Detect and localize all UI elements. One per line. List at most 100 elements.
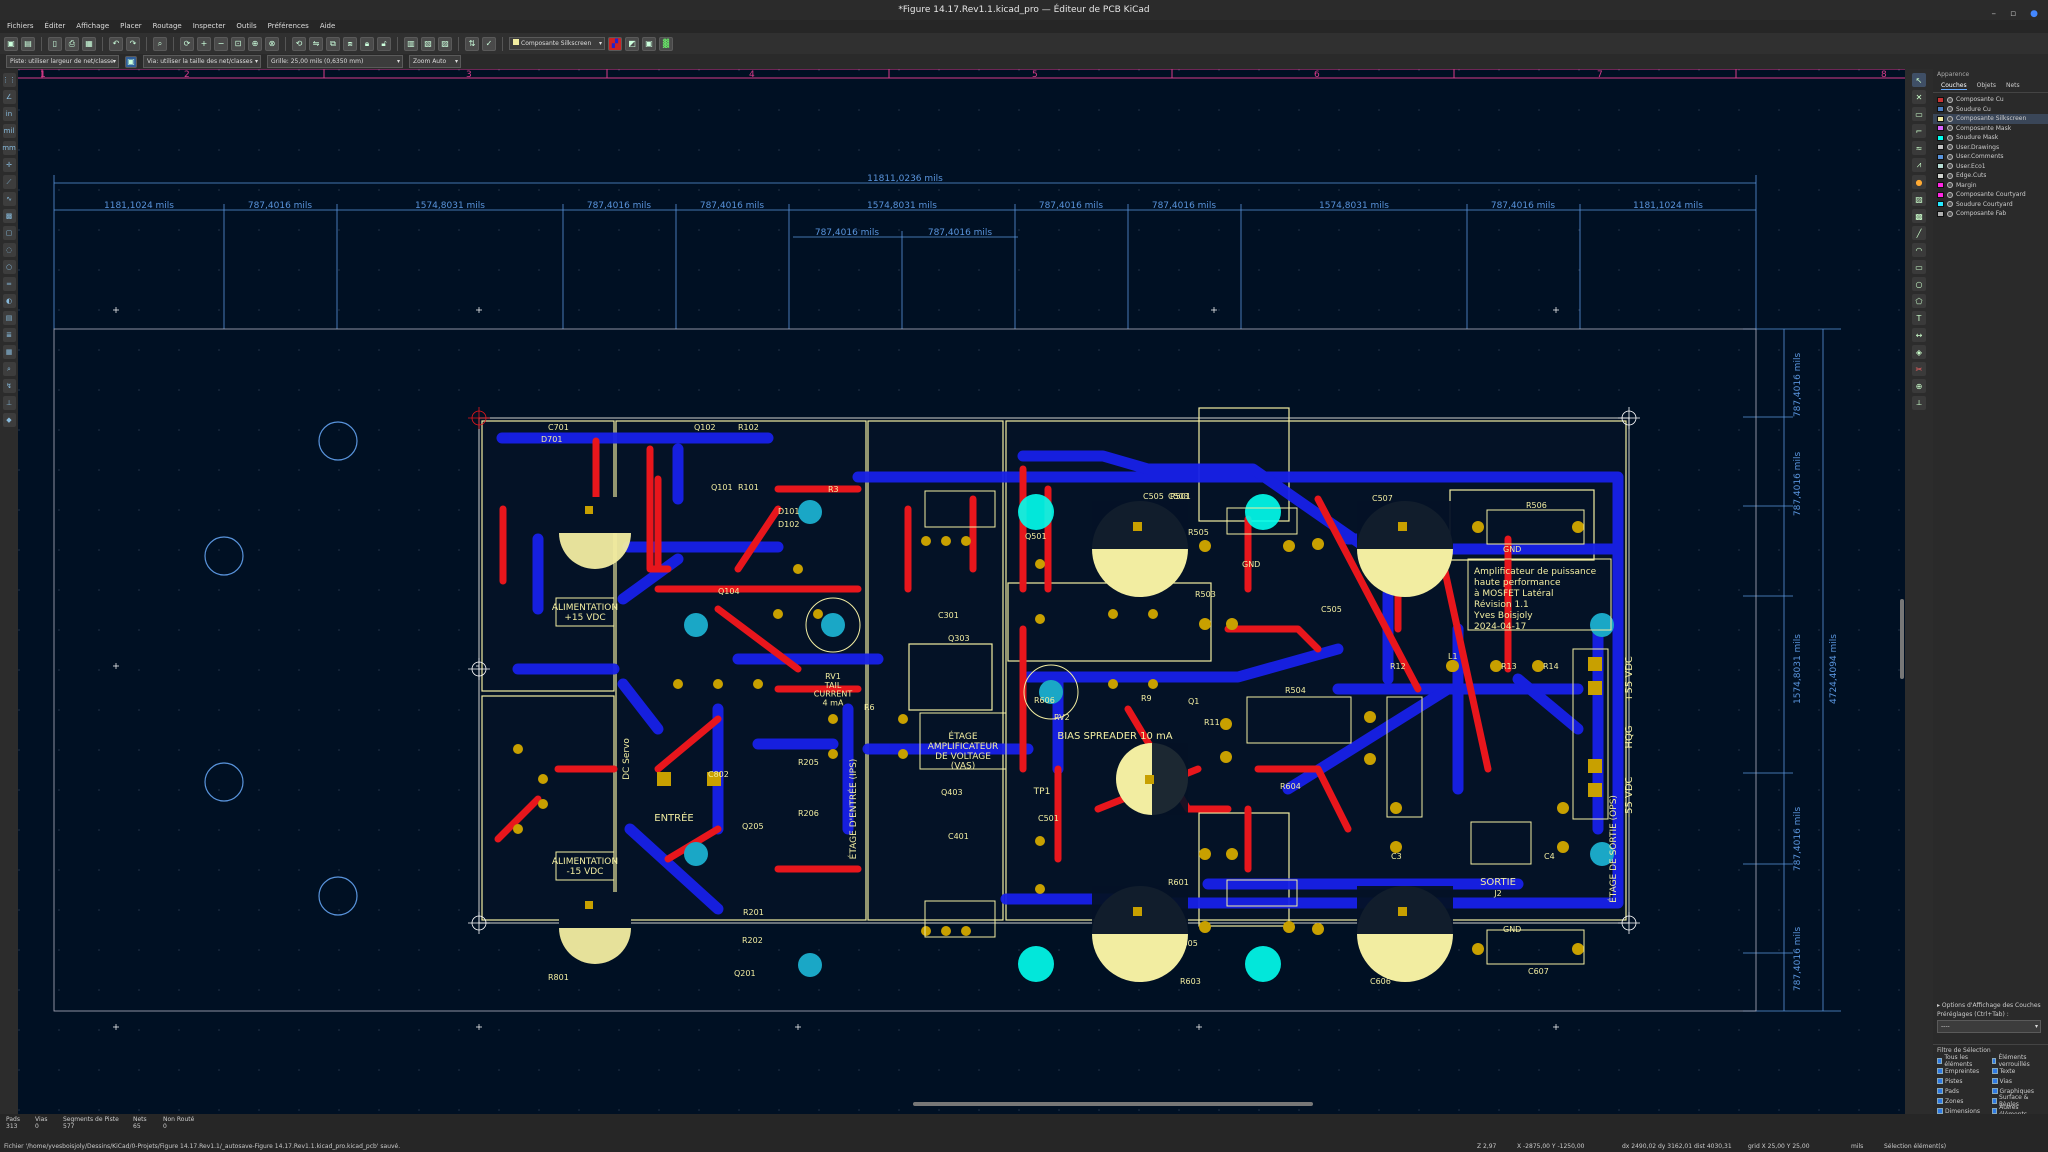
units-mm-icon[interactable]: mm — [2, 141, 16, 155]
filter-checkbox[interactable]: Empreintes — [1937, 1066, 1990, 1076]
lock-icon[interactable]: 🔒︎ — [360, 36, 374, 51]
layer-row[interactable]: Composante Cu — [1933, 95, 2048, 105]
drc-icon[interactable]: ✓ — [482, 36, 496, 51]
layer-swatch[interactable] — [1937, 163, 1944, 170]
layer-swatch[interactable] — [1937, 144, 1944, 151]
auto-track-width-icon[interactable]: ▣ — [125, 55, 137, 68]
menu-routage[interactable]: Routage — [152, 22, 182, 30]
router-icon[interactable]: ↯ — [2, 379, 16, 393]
add-rule-area-icon[interactable]: ▩ — [1912, 209, 1926, 223]
grid-select[interactable]: Grille: 25,00 mils (0,6350 mm)▾ — [267, 55, 403, 68]
pcb-drawing[interactable]: 1 2 3 4 5 6 7 8 11811,0236 mils — [18, 69, 1905, 1114]
layer-row[interactable]: Composante Fab — [1933, 209, 2048, 219]
layer-row[interactable]: User.Eco1 — [1933, 162, 2048, 172]
rotate-icon[interactable]: ⟲ — [292, 36, 306, 51]
tune-length-icon[interactable]: ⩘ — [1912, 158, 1926, 172]
footprint-editor-icon[interactable]: ▨ — [438, 36, 452, 51]
cursor-shape-icon[interactable]: ✛ — [2, 158, 16, 172]
horizontal-scrollbar[interactable] — [913, 1102, 1313, 1106]
plugin-icon[interactable]: ▓ — [659, 36, 673, 51]
layer-swatch[interactable] — [1937, 134, 1944, 141]
eye-icon[interactable] — [1947, 201, 1953, 208]
net-color-icon[interactable]: ▤ — [2, 311, 16, 325]
add-dimension-icon[interactable]: ↔ — [1912, 328, 1926, 342]
eye-icon[interactable] — [1947, 96, 1953, 103]
layer-row[interactable]: Soudure Courtyard — [1933, 200, 2048, 210]
zoom-out-icon[interactable]: − — [214, 36, 228, 51]
layer-display-options-toggle[interactable]: ▸ Options d'Affichage des Couches — [1937, 1002, 2041, 1009]
netlist-icon[interactable]: ▥ — [404, 36, 418, 51]
delete-icon[interactable]: ✂ — [1912, 362, 1926, 376]
unlock-icon[interactable]: 🔓︎ — [377, 36, 391, 51]
units-inch-icon[interactable]: in — [2, 107, 16, 121]
grid-toggle-icon[interactable]: ⋮⋮ — [2, 73, 16, 87]
layer-swatch[interactable] — [1937, 201, 1944, 208]
zone-fill-icon[interactable]: ▩ — [2, 209, 16, 223]
layer-row[interactable]: Soudure Mask — [1933, 133, 2048, 143]
select-icon[interactable]: ↖ — [1912, 73, 1926, 87]
layer-row[interactable]: User.Comments — [1933, 152, 2048, 162]
route-track-icon[interactable]: ⌐ — [1912, 124, 1926, 138]
layer-swatch[interactable] — [1937, 172, 1944, 179]
track-sketch-icon[interactable]: ═ — [2, 277, 16, 291]
3d-icon[interactable]: ◆ — [2, 413, 16, 427]
layer-row[interactable]: Composante Courtyard — [1933, 190, 2048, 200]
add-image-icon[interactable]: ◈ — [1912, 345, 1926, 359]
via-size-select[interactable]: Via: utiliser la taille des net/classes▾ — [143, 55, 261, 68]
eye-icon[interactable] — [1947, 125, 1953, 132]
add-zone-icon[interactable]: ▨ — [1912, 192, 1926, 206]
draw-line-icon[interactable]: ╱ — [1912, 226, 1926, 240]
tab-nets[interactable]: Nets — [2005, 82, 2020, 89]
filter-checkbox[interactable]: Dimensions — [1937, 1106, 1990, 1116]
3d-viewer-icon[interactable]: ◩ — [625, 36, 639, 51]
eye-icon[interactable] — [1947, 153, 1953, 160]
polar-coords-icon[interactable]: ∠ — [2, 90, 16, 104]
tab-objets[interactable]: Objets — [1976, 82, 1996, 89]
close-icon[interactable]: ● — [2030, 9, 2038, 19]
filter-checkbox[interactable]: Pistes — [1937, 1076, 1990, 1086]
layer-row[interactable]: Edge.Cuts — [1933, 171, 2048, 181]
measure-tool-icon[interactable]: ⟂ — [1912, 396, 1926, 410]
layer-pair-icon[interactable]: ▞ — [608, 36, 622, 51]
layer-swatch[interactable] — [1937, 115, 1944, 122]
minimize-icon[interactable]: – — [1991, 9, 1997, 19]
units-mils-icon[interactable]: mil — [2, 124, 16, 138]
eye-icon[interactable] — [1947, 144, 1953, 151]
maximize-icon[interactable]: ▫ — [2010, 9, 2017, 19]
layer-row[interactable]: Margin — [1933, 181, 2048, 191]
layer-swatch[interactable] — [1937, 96, 1944, 103]
eye-icon[interactable] — [1947, 106, 1953, 113]
track-width-select[interactable]: Piste: utiliser largeur de net/classe▾ — [6, 55, 119, 68]
layer-row[interactable]: User.Drawings — [1933, 143, 2048, 153]
menu-inspecter[interactable]: Inspecter — [192, 22, 226, 30]
pcb-canvas[interactable]: 1 2 3 4 5 6 7 8 11811,0236 mils — [18, 69, 1905, 1114]
status-units[interactable]: mils — [1851, 1143, 1864, 1150]
layer-row[interactable]: Composante Silkscreen — [1933, 114, 2048, 124]
zone-outline-icon[interactable]: ▢ — [2, 226, 16, 240]
menu-preferences[interactable]: Préférences — [267, 22, 309, 30]
refresh-icon[interactable]: ⟳ — [180, 36, 194, 51]
curved-ratsnest-icon[interactable]: ∿ — [2, 192, 16, 206]
print-icon[interactable]: ⎙ — [65, 36, 79, 51]
filter-checkbox[interactable]: Pads — [1937, 1086, 1990, 1096]
find-icon[interactable]: ⌕ — [153, 36, 167, 51]
mirror-icon[interactable]: ⇋ — [309, 36, 323, 51]
eye-icon[interactable] — [1947, 134, 1953, 141]
draw-polygon-icon[interactable]: ⬠ — [1912, 294, 1926, 308]
footprint-library-icon[interactable]: ▧ — [421, 36, 435, 51]
set-origin-icon[interactable]: ⊕ — [1912, 379, 1926, 393]
eye-icon[interactable] — [1947, 191, 1953, 198]
filter-checkbox[interactable]: Zones — [1937, 1096, 1990, 1106]
ungroup-icon[interactable]: ⧈ — [343, 36, 357, 51]
menu-affichage[interactable]: Affichage — [76, 22, 110, 30]
eye-icon[interactable] — [1947, 182, 1953, 189]
layer-swatch[interactable] — [1937, 125, 1944, 132]
group-icon[interactable]: ⧉ — [326, 36, 340, 51]
layer-swatch[interactable] — [1937, 191, 1944, 198]
ratsnest-icon[interactable]: ⟋ — [2, 175, 16, 189]
add-via-icon[interactable]: ● — [1912, 175, 1926, 189]
layer-selector[interactable]: Composante Silkscreen▾ — [509, 37, 605, 50]
presets-select[interactable]: ----▾ — [1937, 1020, 2041, 1033]
eye-icon[interactable] — [1947, 172, 1953, 179]
menu-placer[interactable]: Placer — [120, 22, 142, 30]
